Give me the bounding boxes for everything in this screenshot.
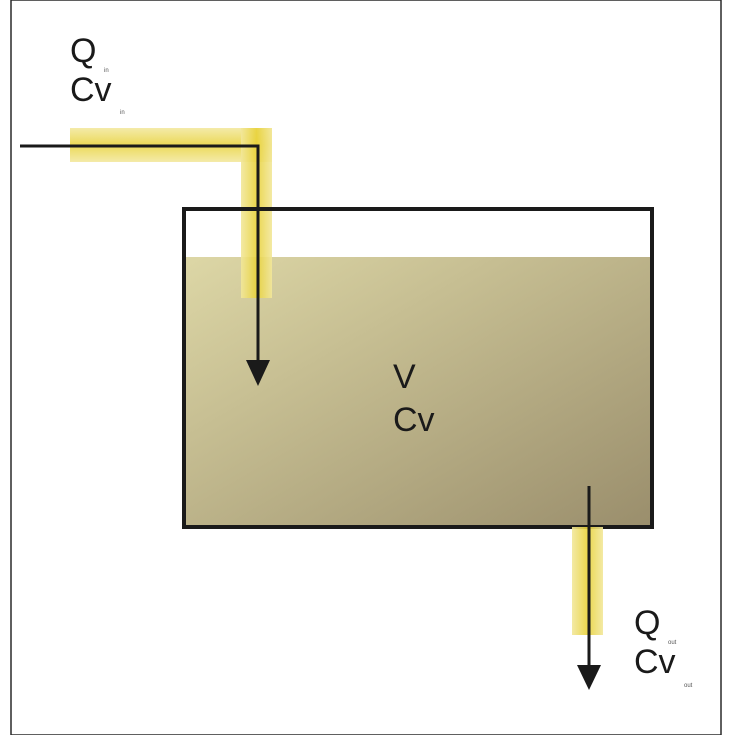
arrow-down-icon — [246, 360, 270, 386]
tank-volume-symbol: V — [393, 358, 416, 396]
inlet-conc-symbol: Cv — [70, 71, 112, 109]
inlet-flow-symbol: Q — [70, 32, 96, 70]
outlet-flow-symbol: Q — [634, 604, 660, 642]
inlet-conc-subscript: in — [120, 110, 125, 116]
tank-liquid — [184, 257, 652, 526]
outlet-flow-subscript: out — [668, 640, 677, 646]
outer-frame — [10, 0, 722, 735]
inflow-line — [20, 144, 260, 360]
outlet-conc-symbol: Cv — [634, 643, 676, 681]
tank-wall — [182, 207, 654, 529]
inlet-flow-subscript: in — [104, 68, 109, 74]
inlet-pipe — [70, 128, 272, 298]
arrow-down-icon — [577, 665, 601, 690]
tank-conc-symbol: Cv — [393, 401, 435, 439]
outlet-conc-subscript: out — [684, 683, 693, 689]
